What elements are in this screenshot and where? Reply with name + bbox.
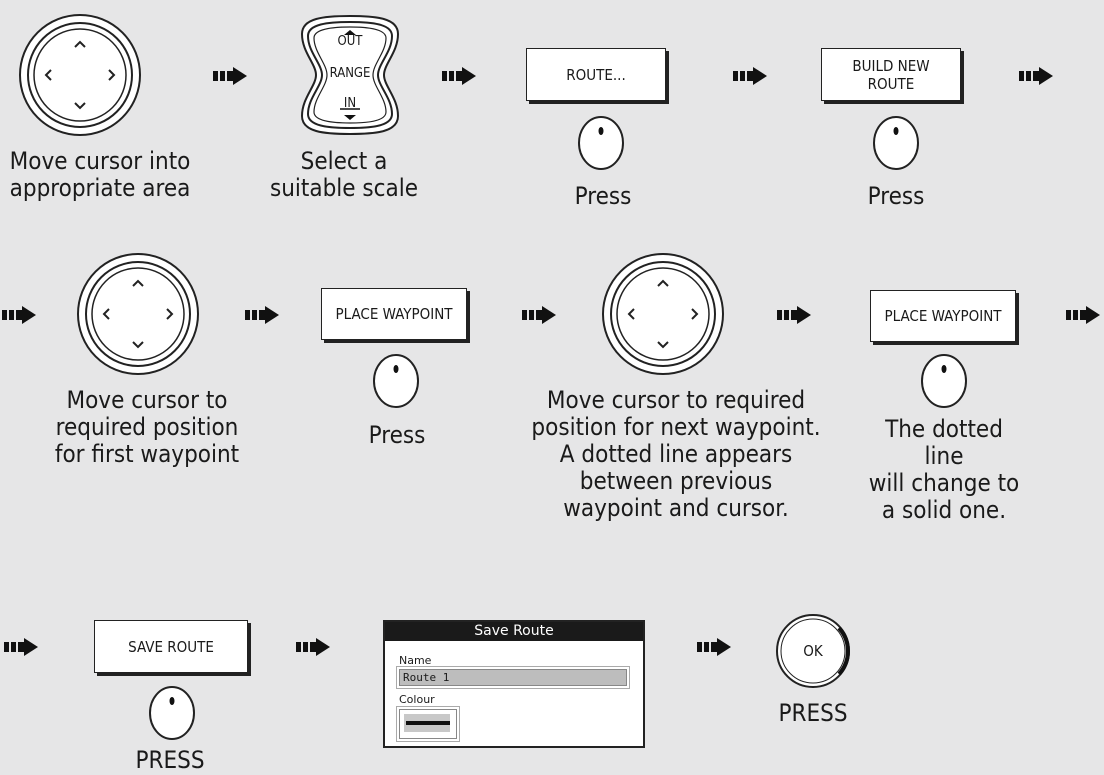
- ok-label[interactable]: OK: [803, 642, 823, 660]
- arrow-icon: [296, 638, 330, 656]
- route-softkey[interactable]: ROUTE...: [526, 48, 666, 101]
- step6-caption: Press: [368, 421, 426, 449]
- arrow-icon: [2, 306, 36, 324]
- arrow-icon: [213, 67, 247, 85]
- step4-caption: Press: [867, 182, 925, 210]
- colour-line-solid: [406, 721, 450, 725]
- colour-label: Colour: [399, 693, 435, 706]
- arrow-icon: [4, 638, 38, 656]
- trackpad-icon: [602, 253, 724, 375]
- step3-caption: Press: [574, 182, 632, 210]
- step9-caption: PRESS: [135, 746, 205, 774]
- press-knob-icon: [921, 354, 967, 408]
- range-in-label: IN: [343, 96, 357, 111]
- save-route-dialog: Save Route Name Route 1 Colour: [383, 620, 645, 748]
- step10-caption: PRESS: [778, 699, 848, 727]
- dialog-title: Save Route: [385, 622, 643, 641]
- step5-caption: Move cursor to required position for fir…: [54, 386, 240, 468]
- arrow-icon: [442, 67, 476, 85]
- place-waypoint-softkey[interactable]: PLACE WAYPOINT: [870, 290, 1016, 342]
- step2-caption: Select a suitable scale: [269, 147, 419, 202]
- press-knob-icon: [578, 116, 624, 170]
- press-knob-icon: [149, 686, 195, 740]
- arrow-icon: [522, 306, 556, 324]
- press-knob-icon: [873, 116, 919, 170]
- step1-caption: Move cursor into appropriate area: [9, 147, 191, 202]
- range-key-icon: [300, 14, 400, 136]
- range-out-label: OUT: [337, 34, 363, 49]
- ok-button-icon: [776, 614, 850, 688]
- step8-caption: The dotted line will change to a solid o…: [868, 415, 1020, 524]
- trackpad-icon: [77, 253, 199, 375]
- arrow-icon: [1019, 67, 1053, 85]
- arrow-icon: [733, 67, 767, 85]
- trackpad-icon: [19, 14, 141, 136]
- range-label: RANGE: [329, 66, 371, 81]
- arrow-icon: [777, 306, 811, 324]
- build-new-route-softkey[interactable]: BUILD NEW ROUTE: [821, 48, 961, 101]
- step7-caption: Move cursor to required position for nex…: [531, 386, 821, 522]
- name-field[interactable]: Route 1: [399, 669, 627, 686]
- arrow-icon: [1066, 306, 1100, 324]
- place-waypoint-softkey[interactable]: PLACE WAYPOINT: [321, 288, 467, 340]
- colour-swatch[interactable]: [399, 709, 457, 739]
- press-knob-icon: [373, 354, 419, 408]
- arrow-icon: [245, 306, 279, 324]
- name-label: Name: [399, 654, 432, 667]
- save-route-softkey[interactable]: SAVE ROUTE: [94, 620, 248, 673]
- arrow-icon: [697, 638, 731, 656]
